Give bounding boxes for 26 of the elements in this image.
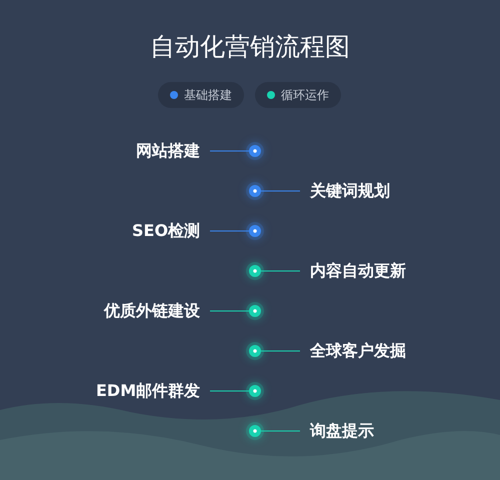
legend-label: 循环运作	[281, 86, 329, 104]
connector-line	[210, 310, 250, 312]
step-label: 网站搭建	[136, 141, 200, 161]
dot-marker	[249, 185, 261, 197]
dot-marker	[249, 145, 261, 157]
connector-line	[210, 150, 250, 152]
dot-marker	[249, 345, 261, 357]
dot-marker	[249, 305, 261, 317]
connector-line	[210, 230, 250, 232]
legend-label: 基础搭建	[184, 86, 232, 104]
dot-marker	[249, 225, 261, 237]
step-label: 内容自动更新	[310, 261, 406, 281]
connector-line	[260, 350, 300, 352]
connector-line	[210, 390, 250, 392]
step-label: 询盘提示	[310, 421, 374, 441]
dot-marker	[249, 385, 261, 397]
step-label: SEO检测	[132, 221, 200, 241]
title: 自动化营销流程图	[149, 31, 351, 63]
step-label: 优质外链建设	[104, 301, 200, 321]
step-label: EDM邮件群发	[96, 381, 200, 401]
connector-line	[260, 190, 300, 192]
step-label: 关键词规划	[310, 181, 390, 201]
connector-line	[260, 270, 300, 272]
step-label: 全球客户发掘	[310, 341, 406, 361]
connector-line	[260, 430, 300, 432]
dot-marker	[249, 265, 261, 277]
